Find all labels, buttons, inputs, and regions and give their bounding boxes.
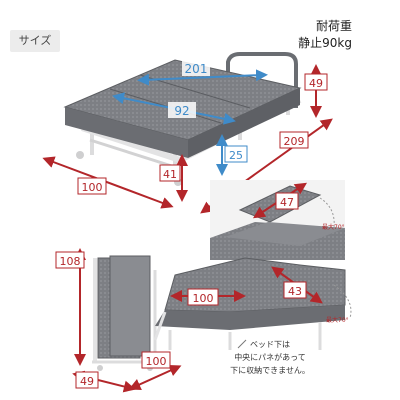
folded-width-label: 49 [80, 375, 94, 388]
reclined-detail-illustration [210, 180, 345, 260]
folded-height-label: 108 [60, 255, 81, 268]
note-line-1: ベッド下は [250, 340, 290, 349]
load-capacity: 耐荷重 静止90kg [298, 18, 352, 52]
reclined-angle-sofa-label: 最大70° [326, 316, 349, 324]
frame-height-label: 25 [229, 149, 243, 162]
section-tag-label: サイズ [18, 34, 52, 47]
reclined-angle-top-label: 最大70° [322, 223, 345, 231]
total-width-line [42, 156, 174, 209]
length-measure-line [137, 69, 268, 86]
folded-depth-label: 100 [146, 355, 167, 368]
mattress-length-label: 201 [185, 62, 208, 76]
load-capacity-title: 耐荷重 [315, 19, 352, 33]
total-length-label: 209 [284, 135, 305, 148]
folded-depth-line [128, 365, 182, 390]
sofa-back-height-label: 43 [288, 285, 302, 298]
headboard-height-label: 49 [309, 77, 323, 90]
note-line-2: 中央にパネがあって [234, 352, 306, 362]
backrest-length-label: 47 [280, 196, 294, 209]
sofa-seat-width-label: 100 [193, 292, 214, 305]
sofa-mode-illustration [153, 257, 352, 350]
load-capacity-value: 静止90kg [298, 36, 352, 50]
leg-height-label: 41 [163, 168, 177, 181]
total-width-label: 100 [82, 181, 103, 194]
section-tag: サイズ [10, 30, 60, 52]
mattress-width-label: 92 [174, 104, 189, 118]
folded-bed-illustration [92, 255, 160, 371]
note-line-3: 下に収納できません。 [230, 365, 310, 375]
